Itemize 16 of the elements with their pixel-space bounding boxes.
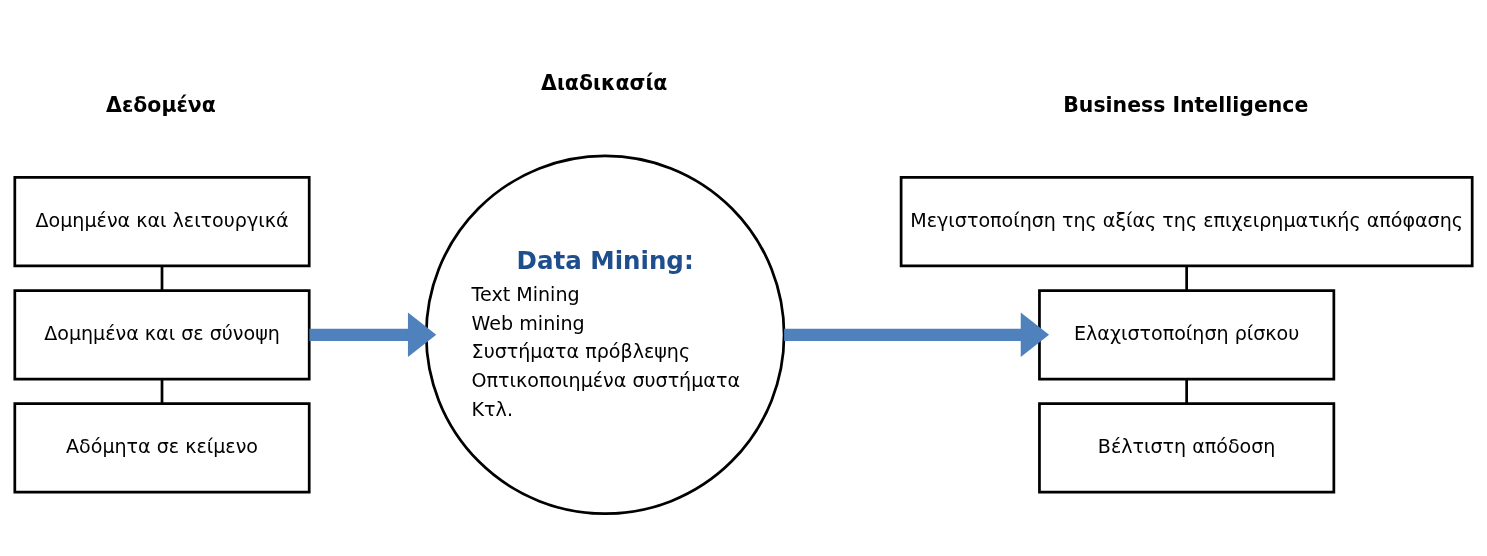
node-circle: Data Mining: Text Mining Web mining Συστήματα πρόβλεψης Οπτικοποιημένα συστήματα Κτλ.: [424, 154, 786, 516]
node-box: Δομημένα και σε σύνοψη: [13, 289, 311, 381]
node-box: Βέλτιστη απόδοση: [1038, 402, 1336, 494]
label: Δεδομένα: [106, 92, 216, 117]
node-box: Δομημένα και λειτουργικά: [13, 176, 311, 268]
node-box: Αδόμητα σε κείμενο: [13, 402, 311, 494]
node-box: Ελαχιστοποίηση ρίσκου: [1038, 289, 1336, 381]
connector: [1185, 379, 1188, 404]
connector: [160, 266, 164, 291]
label: Διαδικασία: [541, 71, 668, 96]
arrow: [309, 312, 437, 358]
node-box: Μεγιστοποίηση της αξίας της επιχειρηματικής απόφασης: [899, 176, 1474, 268]
connector: [160, 379, 164, 404]
connector: [1185, 266, 1188, 291]
arrow: [784, 312, 1050, 358]
label: Business Intelligence: [1063, 92, 1309, 117]
